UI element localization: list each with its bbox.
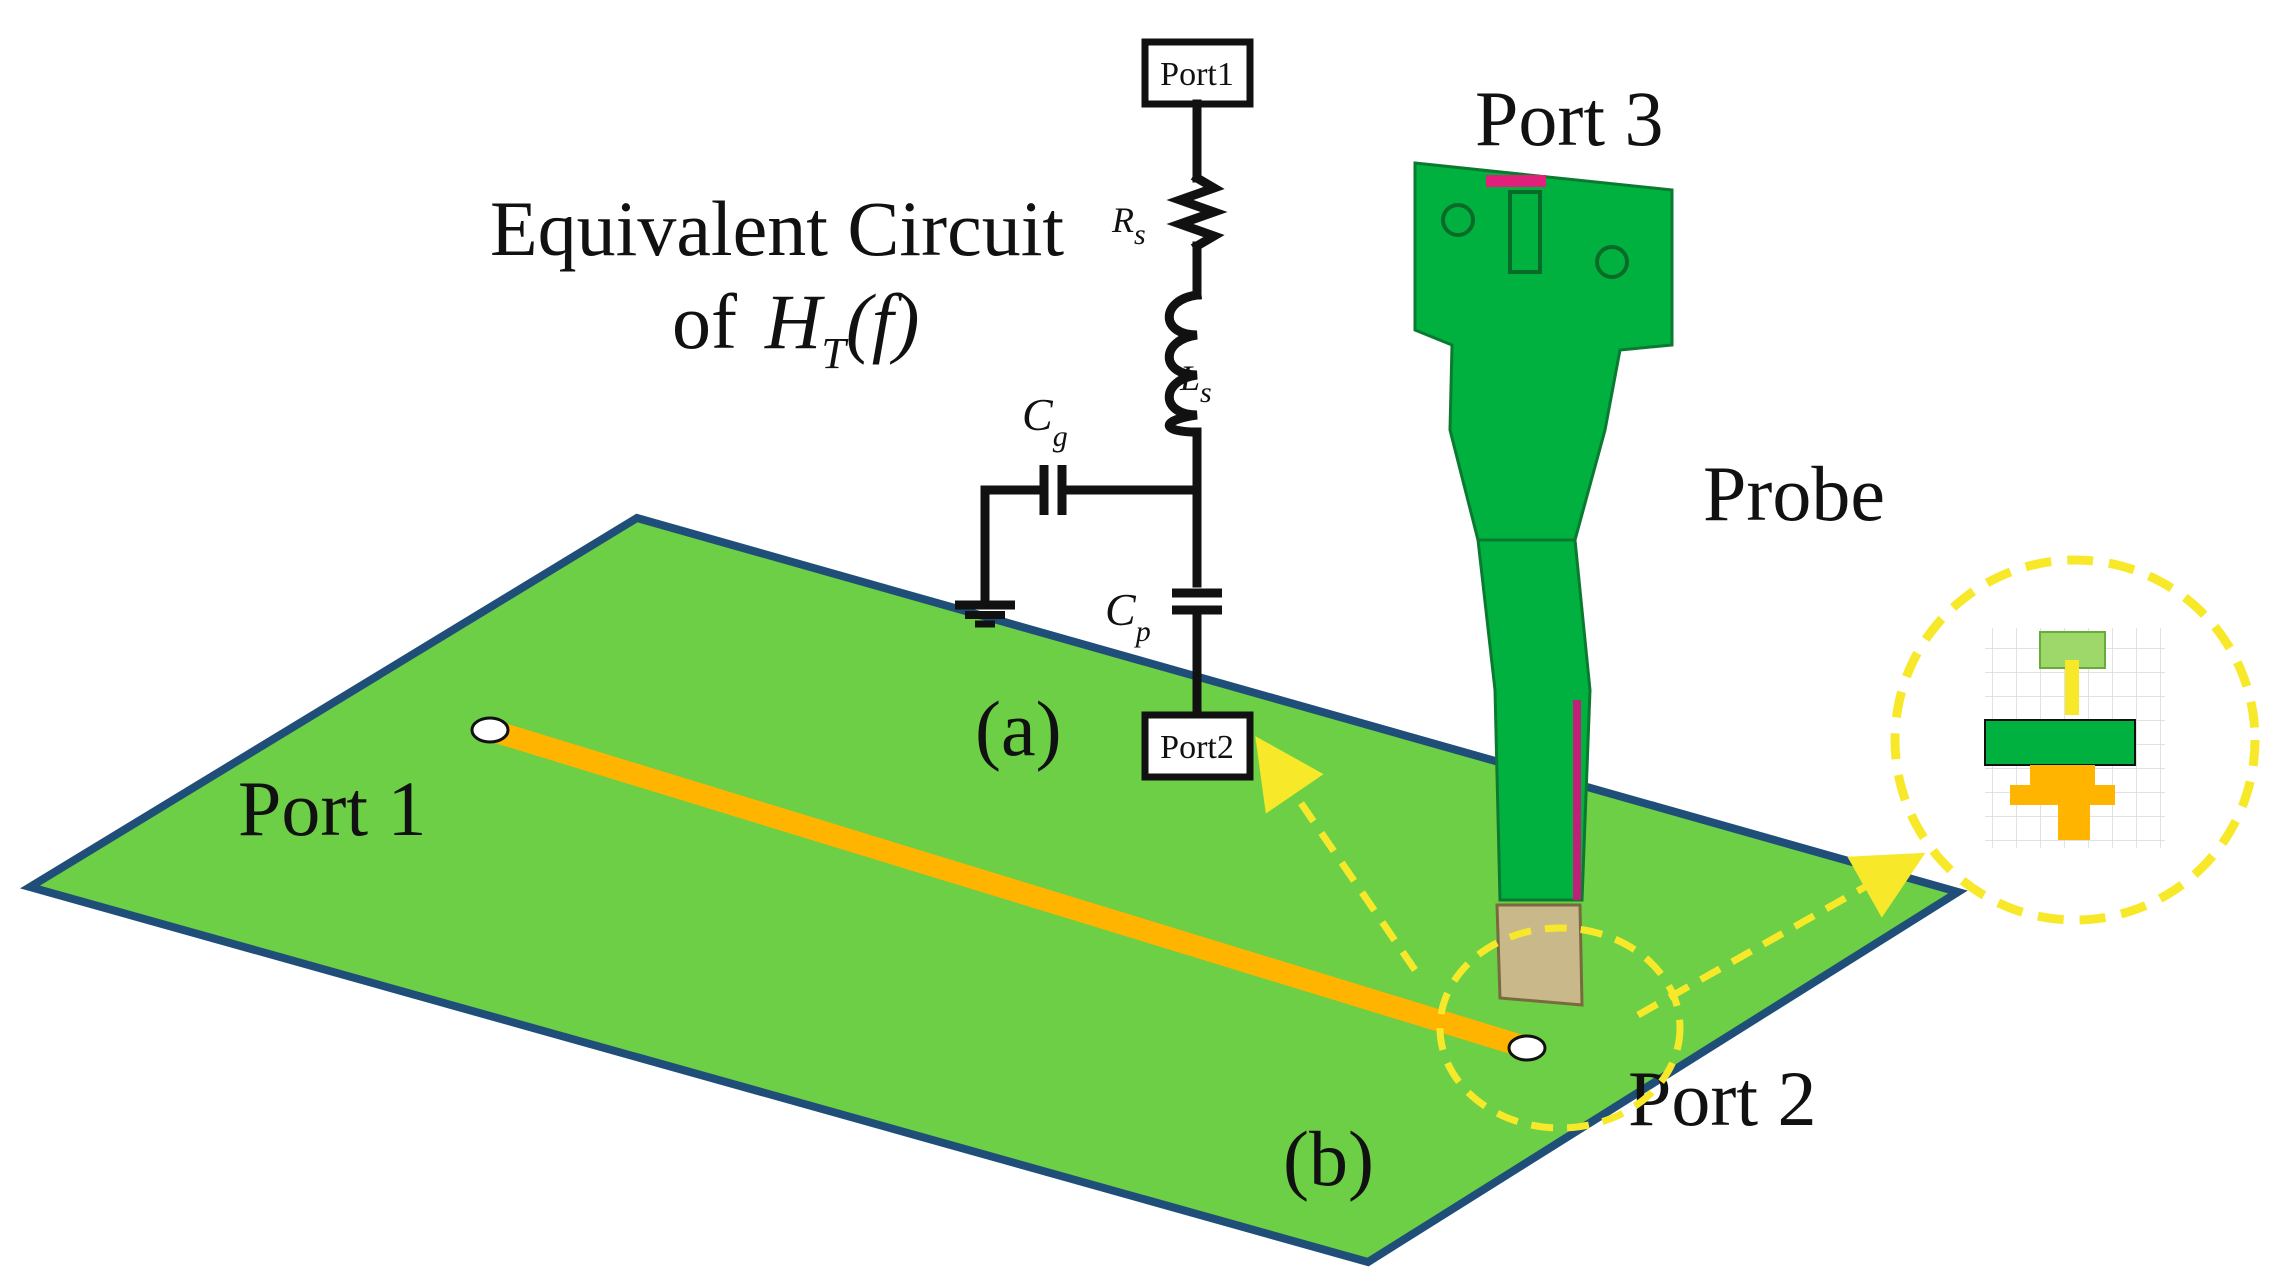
probe-tip bbox=[1495, 903, 1584, 1007]
panel-b-label: (b) bbox=[1283, 1115, 1374, 1202]
pcb-board bbox=[20, 513, 1968, 1267]
microstrip-trace bbox=[479, 719, 1536, 1058]
probe-mount-hole-left bbox=[1441, 203, 1475, 237]
panel-a-label: (a) bbox=[975, 685, 1062, 772]
tip-highlight-circle bbox=[1436, 924, 1684, 1132]
circuit-port1-label: Port1 bbox=[1160, 56, 1234, 93]
ls-label: Ls bbox=[1179, 358, 1212, 409]
probe-contact-strip bbox=[1486, 175, 1546, 187]
probe-shaft bbox=[1476, 538, 1592, 902]
port2-via bbox=[1507, 1034, 1547, 1062]
circuit-port2-box bbox=[1141, 711, 1254, 781]
cp-label: Cp bbox=[1105, 584, 1151, 648]
probe-edge-stripe bbox=[1573, 700, 1581, 900]
zoom-inset bbox=[1890, 555, 2260, 925]
equivalent-circuit: Port1 Port2 Rs Ls Cg Cp Equivalent Circu… bbox=[490, 38, 1254, 781]
probe-label: Probe bbox=[1703, 450, 1885, 537]
inductor-ls bbox=[1164, 289, 1203, 437]
arrow-to-circuit bbox=[1255, 736, 1418, 972]
resistor-rs bbox=[1166, 171, 1228, 253]
probe-port3-label: Port 3 bbox=[1475, 75, 1664, 162]
zoom-probe-lead bbox=[2065, 660, 2079, 715]
probe-body bbox=[1413, 161, 1674, 1007]
rs-label: Rs bbox=[1111, 200, 1146, 251]
zoom-probe-head bbox=[1984, 719, 2136, 766]
probe-head bbox=[1413, 161, 1674, 542]
port1-via bbox=[470, 716, 510, 744]
board-port2-label: Port 2 bbox=[1628, 1055, 1817, 1142]
zoom-inset-border bbox=[1890, 555, 2260, 925]
circuit-port1-box bbox=[1141, 38, 1254, 108]
zoom-trace-pad bbox=[2010, 765, 2115, 840]
cg-label: Cg bbox=[1022, 389, 1068, 453]
arrow-to-zoom bbox=[1636, 852, 1926, 1019]
probe-connector-slot bbox=[1508, 190, 1542, 274]
circuit-port2-label: Port2 bbox=[1160, 729, 1234, 766]
circuit-title-line1: Equivalent Circuit bbox=[490, 185, 1064, 272]
board-port1-label: Port 1 bbox=[238, 765, 427, 852]
probe-mount-hole-right bbox=[1595, 245, 1629, 279]
